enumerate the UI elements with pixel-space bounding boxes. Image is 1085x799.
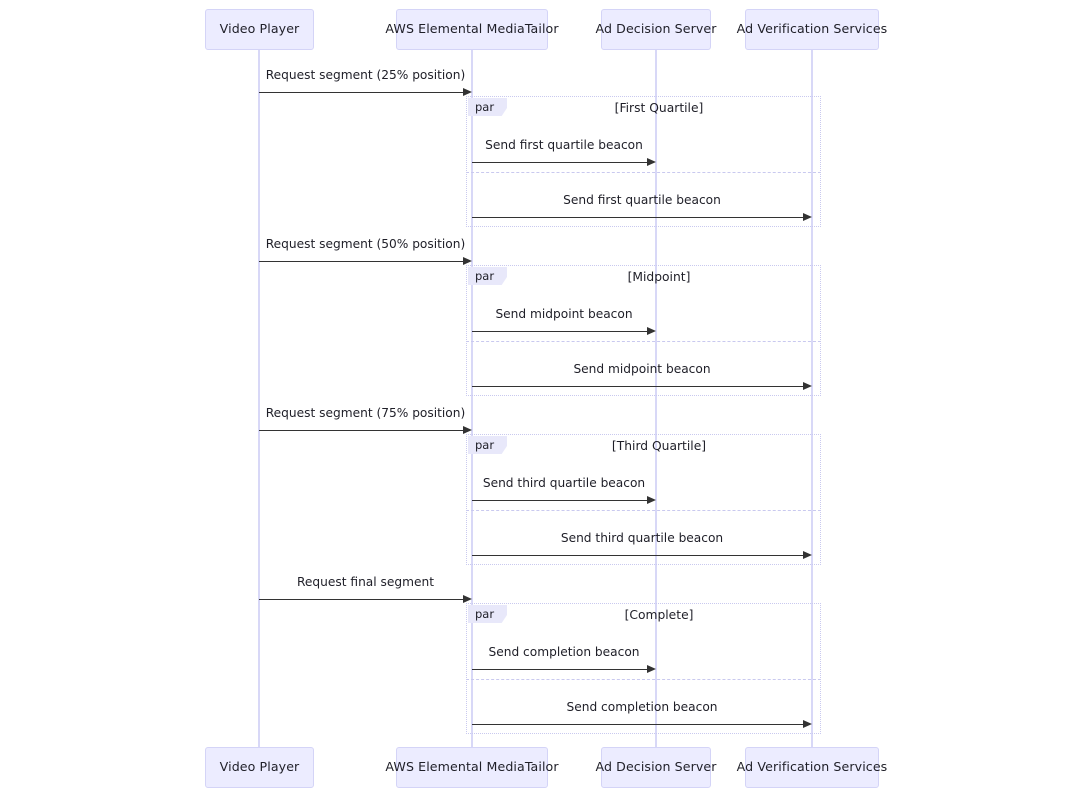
message-arrow-line xyxy=(472,669,647,670)
participant-label: AWS Elemental MediaTailor xyxy=(385,759,559,775)
par-keyword-tag: par xyxy=(468,267,508,286)
message-arrow-head xyxy=(647,158,656,166)
message-label: Send completion beacon xyxy=(488,645,640,659)
message-label: Send third quartile beacon xyxy=(560,531,724,545)
participant-label: Video Player xyxy=(219,759,300,775)
message-arrow-head xyxy=(463,257,472,265)
participant-box-player[interactable]: Video Player xyxy=(205,747,314,788)
par-keyword-tag: par xyxy=(468,436,508,455)
participant-box-mediatailor[interactable]: AWS Elemental MediaTailor xyxy=(385,747,559,788)
message-arrow-head xyxy=(647,327,656,335)
message-arrow-head xyxy=(463,88,472,96)
participant-box-player[interactable]: Video Player xyxy=(205,9,314,50)
participant-label: Video Player xyxy=(219,21,300,37)
message-arrow-line xyxy=(259,599,463,600)
message-label: Send first quartile beacon xyxy=(563,193,721,207)
par-block xyxy=(466,265,821,396)
message-label: Request segment (50% position) xyxy=(265,237,466,251)
message-label: Send first quartile beacon xyxy=(485,138,643,152)
message-label: Request segment (25% position) xyxy=(265,68,466,82)
participant-box-verify[interactable]: Ad Verification Services xyxy=(737,9,887,50)
message-arrow-head xyxy=(463,426,472,434)
par-section-divider xyxy=(466,510,821,511)
message-arrow-head xyxy=(803,720,812,728)
message-arrow-line xyxy=(259,92,463,93)
message-arrow-line xyxy=(472,500,647,501)
par-keyword-tag: par xyxy=(468,605,508,624)
par-condition-label: [Third Quartile] xyxy=(611,439,707,453)
participant-label: AWS Elemental MediaTailor xyxy=(385,21,559,37)
message-arrow-line xyxy=(472,331,647,332)
lifeline-verify xyxy=(811,50,813,747)
participant-box-ads[interactable]: Ad Decision Server xyxy=(595,9,716,50)
message-label: Send completion beacon xyxy=(566,700,718,714)
participant-box-mediatailor[interactable]: AWS Elemental MediaTailor xyxy=(385,9,559,50)
par-condition-label: [First Quartile] xyxy=(614,101,704,115)
participant-label: Ad Decision Server xyxy=(595,759,717,775)
message-label: Send midpoint beacon xyxy=(495,307,633,321)
participant-label: Ad Decision Server xyxy=(595,21,717,37)
message-label: Request final segment xyxy=(297,575,434,589)
par-section-divider xyxy=(466,341,821,342)
par-section-divider xyxy=(466,679,821,680)
message-arrow-head xyxy=(647,496,656,504)
message-arrow-head xyxy=(803,382,812,390)
participant-label: Ad Verification Services xyxy=(736,21,888,37)
message-arrow-line xyxy=(472,386,803,387)
participant-label: Ad Verification Services xyxy=(736,759,888,775)
message-arrow-line xyxy=(259,261,463,262)
message-arrow-line xyxy=(259,430,463,431)
message-arrow-head xyxy=(463,595,472,603)
lifeline-mediatailor xyxy=(471,50,473,747)
par-block xyxy=(466,96,821,227)
message-label: Send third quartile beacon xyxy=(482,476,646,490)
message-arrow-line xyxy=(472,162,647,163)
message-arrow-line xyxy=(472,555,803,556)
message-arrow-head xyxy=(803,213,812,221)
message-arrow-line xyxy=(472,217,803,218)
message-arrow-line xyxy=(472,724,803,725)
message-arrow-head xyxy=(647,665,656,673)
lifeline-player xyxy=(258,50,260,747)
par-block xyxy=(466,603,821,734)
message-arrow-head xyxy=(803,551,812,559)
message-label: Request segment (75% position) xyxy=(265,406,466,420)
par-section-divider xyxy=(466,172,821,173)
par-keyword-tag: par xyxy=(468,98,508,117)
par-block xyxy=(466,434,821,565)
par-condition-label: [Midpoint] xyxy=(627,270,691,284)
lifeline-ads xyxy=(655,50,657,747)
participant-box-verify[interactable]: Ad Verification Services xyxy=(737,747,887,788)
message-label: Send midpoint beacon xyxy=(573,362,711,376)
par-condition-label: [Complete] xyxy=(624,608,694,622)
participant-box-ads[interactable]: Ad Decision Server xyxy=(595,747,716,788)
